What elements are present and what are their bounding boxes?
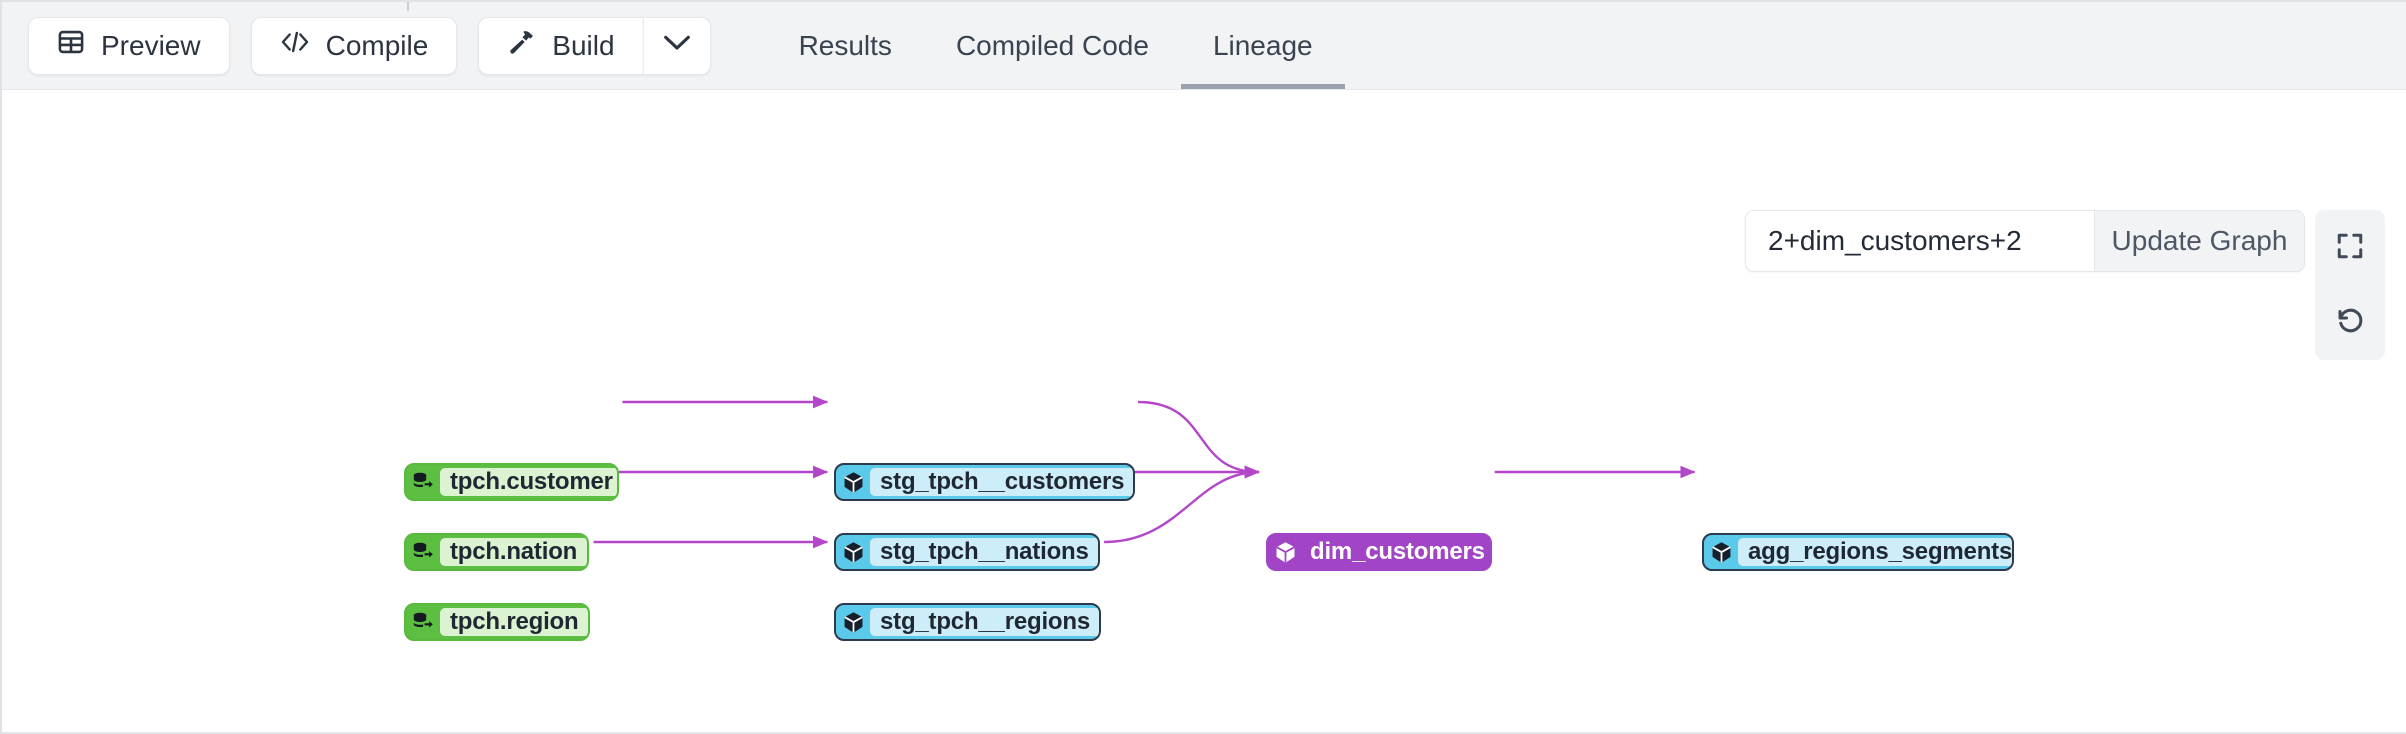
table-icon	[57, 28, 85, 63]
lineage-node-dim-customers[interactable]: dim_customers	[1266, 533, 1492, 571]
canvas-tool-rail	[2315, 210, 2385, 360]
graph-selector-input[interactable]	[1746, 211, 2094, 271]
preview-button[interactable]: Preview	[28, 17, 230, 75]
tab-results-label: Results	[799, 30, 892, 62]
build-split-button: Build	[478, 17, 710, 75]
fullscreen-expand-icon	[2335, 231, 2365, 266]
tab-results[interactable]: Results	[767, 2, 924, 89]
database-source-icon	[406, 605, 440, 639]
lineage-node-tpch-nation[interactable]: tpch.nation	[404, 533, 589, 571]
code-brackets-icon	[280, 28, 310, 63]
toolbar-header: Preview Compile	[2, 2, 2406, 90]
lineage-node-label: stg_tpch__customers	[870, 468, 1135, 496]
build-dropdown-toggle[interactable]	[643, 17, 711, 75]
view-tabs: Results Compiled Code Lineage	[767, 2, 1345, 89]
lineage-canvas[interactable]: tpch.customer tpch.nation	[2, 90, 2406, 734]
compile-label: Compile	[326, 30, 429, 62]
lineage-node-label: tpch.customer	[440, 468, 619, 496]
graph-selector-controls: Update Graph	[1745, 210, 2305, 272]
lineage-node-tpch-customer[interactable]: tpch.customer	[404, 463, 619, 501]
cube-model-icon	[1704, 535, 1738, 569]
lineage-node-label: stg_tpch__nations	[870, 538, 1100, 566]
cube-model-icon	[836, 535, 870, 569]
tab-lineage-label: Lineage	[1213, 30, 1313, 62]
preview-label: Preview	[101, 30, 201, 62]
database-source-icon	[406, 535, 440, 569]
cube-model-icon	[836, 605, 870, 639]
cube-model-icon	[836, 465, 870, 499]
lineage-node-tpch-region[interactable]: tpch.region	[404, 603, 590, 641]
lineage-node-stg-tpch-regions[interactable]: stg_tpch__regions	[834, 603, 1101, 641]
cube-model-icon	[1268, 535, 1302, 569]
hammer-icon	[507, 28, 536, 64]
reset-graph-button[interactable]	[2323, 298, 2377, 346]
lineage-node-agg-regions-segments[interactable]: agg_regions_segments	[1702, 533, 2014, 571]
database-source-icon	[406, 465, 440, 499]
lineage-node-label: tpch.region	[440, 608, 590, 636]
lineage-node-label: agg_regions_segments	[1738, 538, 2014, 566]
tab-lineage[interactable]: Lineage	[1181, 2, 1345, 89]
fullscreen-button[interactable]	[2323, 224, 2377, 272]
edge-stg-customers-to-dim	[1138, 402, 1259, 472]
reset-rotate-ccw-icon	[2335, 305, 2365, 340]
lineage-node-label: tpch.nation	[440, 538, 589, 566]
compile-button[interactable]: Compile	[251, 17, 458, 75]
tab-compiled-code-label: Compiled Code	[956, 30, 1149, 62]
lineage-node-label: stg_tpch__regions	[870, 608, 1101, 636]
build-button[interactable]: Build	[478, 17, 642, 75]
tab-compiled-code[interactable]: Compiled Code	[924, 2, 1181, 89]
lineage-node-stg-tpch-nations[interactable]: stg_tpch__nations	[834, 533, 1100, 571]
build-label: Build	[552, 30, 614, 62]
update-graph-button[interactable]: Update Graph	[2094, 211, 2304, 271]
action-toolbar: Preview Compile	[2, 2, 711, 89]
lineage-node-stg-tpch-customers[interactable]: stg_tpch__customers	[834, 463, 1135, 501]
chevron-down-icon	[662, 33, 692, 58]
lineage-node-label: dim_customers	[1302, 538, 1492, 566]
lineage-edges	[2, 90, 2406, 734]
